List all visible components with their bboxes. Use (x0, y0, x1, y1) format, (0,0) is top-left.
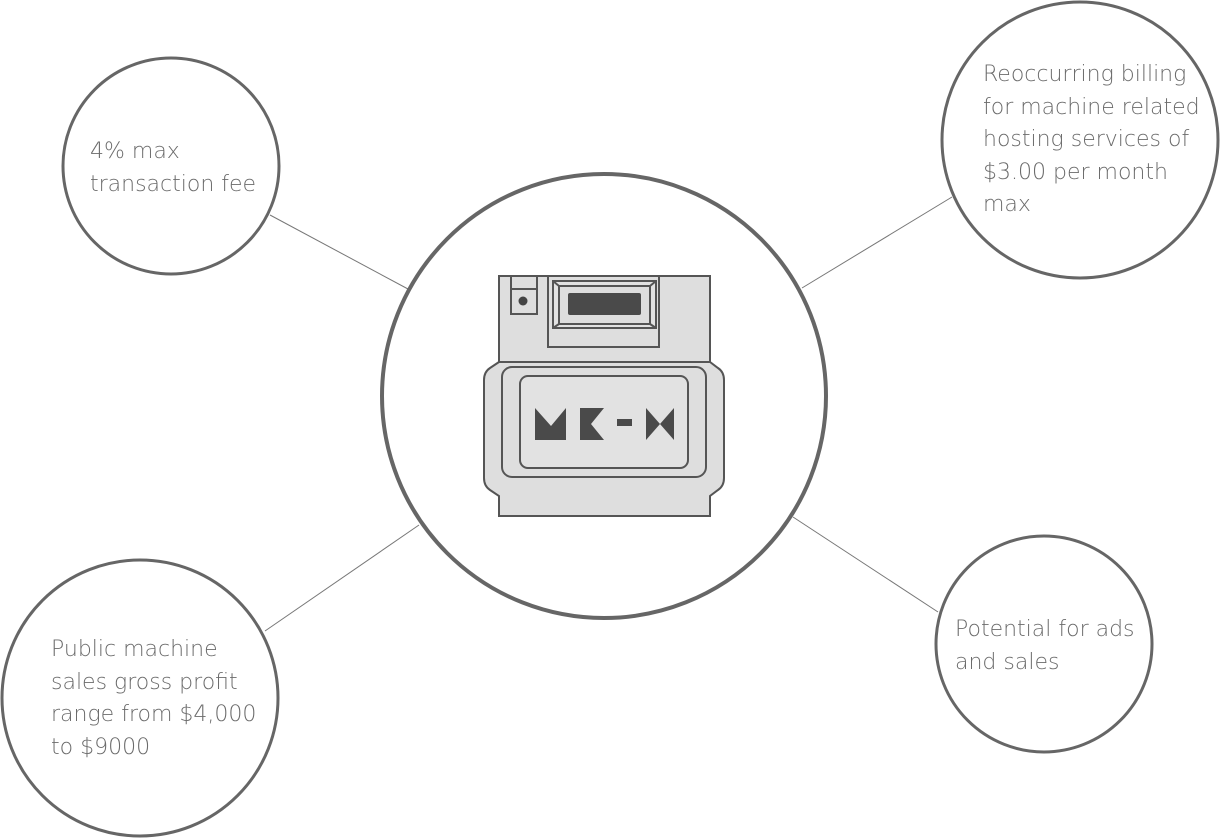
machine-device-icon (483, 275, 725, 517)
node-text-billing: Reoccurring billing for machine related … (983, 62, 1200, 217)
mk-m-logo (535, 408, 674, 440)
node-circle-fee (61, 56, 281, 276)
node-text-sales: Public machine sales gross profit range … (51, 637, 257, 760)
node-text-fee: 4% max transaction fee (90, 139, 257, 197)
node-circle-billing (940, 0, 1220, 280)
node-circle-ads (934, 534, 1154, 754)
connector-ads (792, 516, 939, 613)
connector-fee (269, 214, 409, 290)
connector-sales (264, 524, 420, 632)
node-text-ads: Potential for ads and sales (955, 617, 1135, 675)
connector-billing (801, 196, 953, 289)
node-circle-sales (0, 558, 280, 838)
